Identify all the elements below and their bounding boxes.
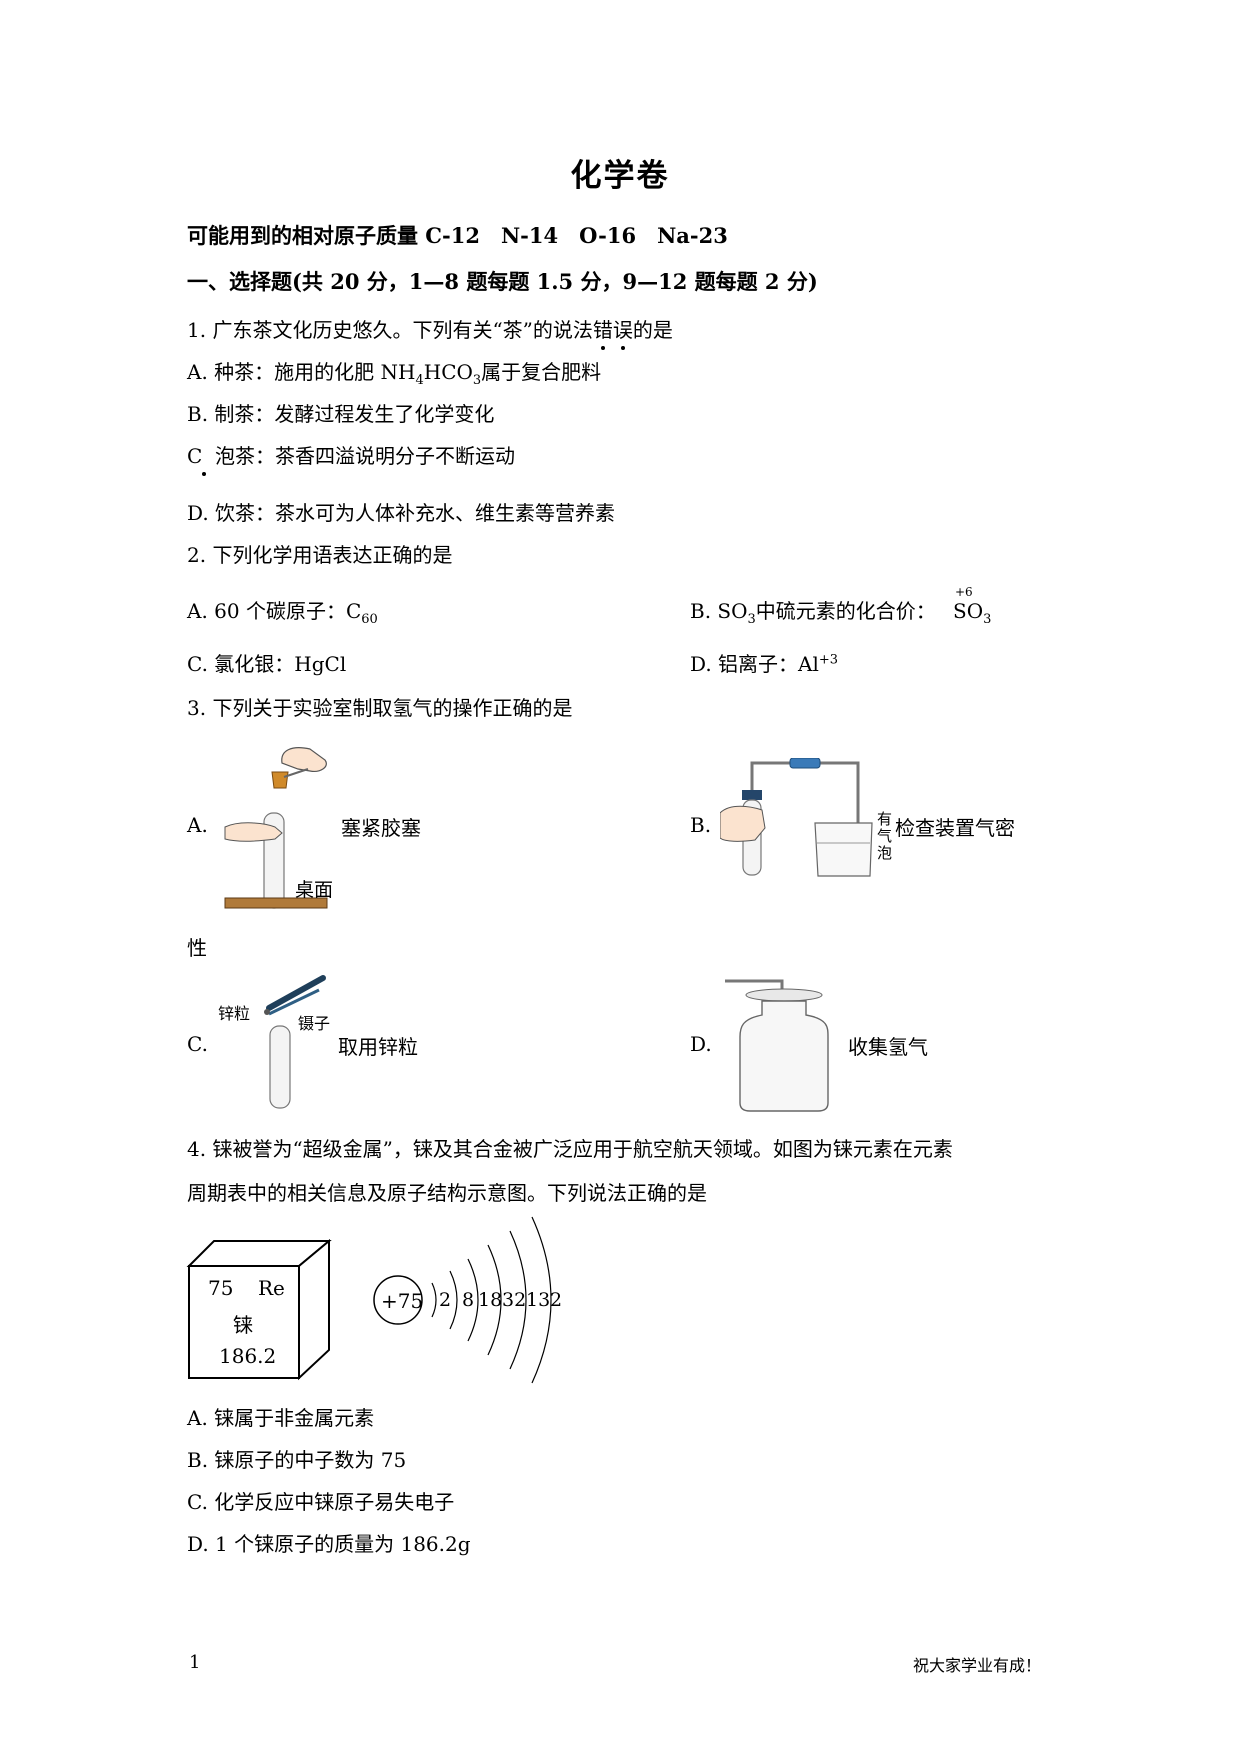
tweezers: [266, 975, 326, 1011]
atom-structure-diagram: [373, 1216, 552, 1384]
emphasis-dot: [600, 346, 605, 350]
q3-a-caption: 塞紧胶塞: [341, 816, 421, 840]
test-tube: [269, 1025, 291, 1109]
q2-option-b: B. SO3中硫元素的化合价：: [690, 599, 936, 627]
gas-jar: [739, 1000, 829, 1112]
section-heading: 一、选择题(共 20 分，1—8 题每题 1.5 分，9—12 题每题 2 分): [187, 269, 818, 294]
shell-count-1: 2: [439, 1289, 452, 1311]
q3-c-caption: 取用锌粒: [338, 1035, 418, 1059]
hand-shape: [281, 747, 327, 772]
cell-symbol: Re: [258, 1276, 285, 1300]
q3-c-image: [264, 975, 326, 1109]
glass-plate: [745, 988, 823, 1002]
q2-option-a: A. 60 个碳原子：C60: [187, 599, 378, 627]
q3-b-image: [720, 758, 873, 877]
emphasis-dot: [620, 346, 625, 350]
q3-b-caption-cont: 性: [187, 936, 207, 960]
cell-front: [188, 1265, 300, 1379]
q3-d-caption: 收集氢气: [848, 1035, 928, 1059]
hand-shape: [720, 805, 766, 842]
cell-element-name: 铼: [233, 1313, 253, 1337]
q3-b-caption: 检查装置气密: [895, 816, 1015, 840]
q2-option-d: D. 铝离子：Al+3: [690, 652, 839, 676]
glass-tube: [283, 768, 309, 778]
q2-option-c: C. 氯化银：HgCl: [187, 652, 347, 676]
q1-option-a: A. 种茶：施用的化肥 NH4HCO3属于复合肥料: [187, 360, 602, 388]
stopper: [742, 790, 762, 800]
tweezers: [268, 988, 320, 1016]
q3-option-d-letter: D.: [690, 1032, 712, 1056]
q1-option-d: D. 饮茶：茶水可为人体补充水、维生素等营养素: [187, 501, 616, 525]
page-title: 化学卷: [570, 158, 670, 194]
q1-option-b: B. 制茶：发酵过程发生了化学变化: [187, 402, 495, 426]
q3-d-image: [725, 979, 829, 1112]
option-dot: [202, 472, 206, 476]
q3-stem: 3. 下列关于实验室制取氢气的操作正确的是: [187, 696, 573, 720]
electron-shell-arc: [509, 1230, 527, 1370]
q4-stem-line1: 4. 铼被誉为“超级金属”，铼及其合金被广泛应用于航空航天领域。如图为铼元素在元…: [187, 1137, 953, 1161]
q3-option-a-letter: A.: [187, 813, 208, 837]
nucleus-charge: +75: [381, 1289, 424, 1313]
electron-shell-arc: [431, 1282, 437, 1318]
shell-count-3: 18: [478, 1289, 503, 1311]
rubber-joint: [789, 758, 821, 769]
cell-atomic-number: 75: [208, 1276, 234, 1300]
electron-shell-arc: [487, 1244, 502, 1356]
page-number: 1: [189, 1652, 201, 1673]
shell-count-6: 2: [550, 1289, 563, 1311]
shell-count-5: 13: [526, 1289, 551, 1311]
q4-option-d: D. 1 个铼原子的质量为 186.2g: [187, 1532, 471, 1556]
electron-shell-arc: [467, 1258, 479, 1342]
atomic-masses-line: 可能用到的相对原子质量 C-12 N-14 O-16 Na-23: [187, 223, 728, 248]
rubber-stopper: [271, 771, 289, 789]
q1-stem: 1. 广东茶文化历史悠久。下列有关“茶”的说法错误的是: [187, 314, 673, 350]
q2-stem: 2. 下列化学用语表达正确的是: [187, 543, 453, 567]
q3-b-label: 有气泡: [877, 810, 893, 862]
shell-count-4: 32: [502, 1289, 527, 1311]
q3-option-b-letter: B.: [690, 813, 712, 837]
q4-option-b: B. 铼原子的中子数为 75: [187, 1448, 407, 1472]
cell-atomic-mass: 186.2: [219, 1344, 277, 1368]
electron-shell-arc: [449, 1270, 458, 1330]
q4-option-c: C. 化学反应中铼原子易失电子: [187, 1490, 455, 1514]
q1-emphasis: 错误: [593, 318, 633, 350]
q3-c-label-tweezers: 镊子: [298, 1014, 331, 1033]
q3-option-c-letter: C.: [187, 1032, 208, 1056]
hand-shape: [224, 822, 283, 842]
cell-side: [298, 1238, 330, 1381]
q4-stem-line2: 周期表中的相关信息及原子结构示意图。下列说法正确的是: [187, 1181, 707, 1205]
shell-count-2: 8: [462, 1289, 475, 1311]
nucleus: [373, 1275, 423, 1325]
q1-option-c: C 泡茶：茶香四溢说明分子不断运动: [187, 440, 515, 476]
zinc-granule: [264, 1009, 270, 1015]
q3-c-label-zinc: 锌粒: [218, 1004, 251, 1023]
periodic-cell: [186, 1238, 332, 1381]
beaker: [814, 822, 873, 877]
electron-shell-arc: [531, 1216, 552, 1384]
table-surface: [224, 897, 328, 909]
q4-option-a: A. 铼属于非金属元素: [187, 1406, 375, 1430]
footer-slogan: 祝大家学业有成！: [913, 1656, 1042, 1675]
q3-a-image: [224, 747, 328, 909]
q3-a-label: 桌面: [295, 879, 334, 901]
